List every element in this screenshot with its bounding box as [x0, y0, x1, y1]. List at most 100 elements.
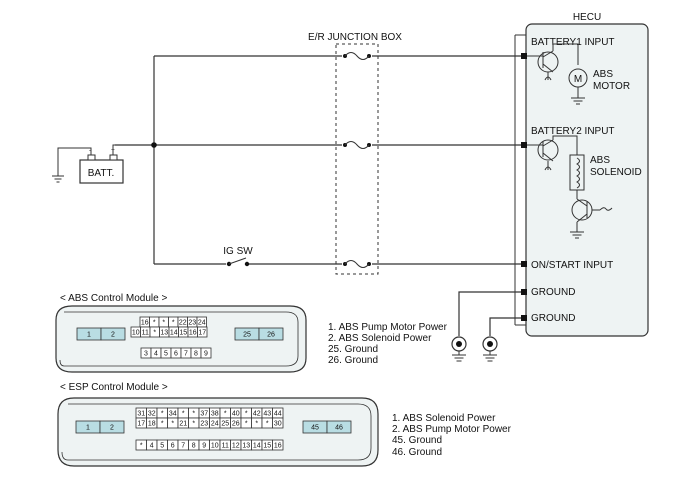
- abs-power-pin-cell: [100, 327, 126, 341]
- pin-ground1: [521, 289, 527, 295]
- esp-pin-label: 26: [232, 420, 240, 427]
- solenoid-ground-icon: [570, 231, 584, 239]
- svg-text:M: M: [574, 74, 582, 85]
- abs-connector-inner: [59, 311, 299, 367]
- ground2-label: GROUND: [531, 313, 575, 324]
- abs-ground-pin-cell: [258, 327, 284, 341]
- abs-legend-1: 1. ABS Pump Motor Power: [328, 322, 448, 333]
- esp-pin-label: 13: [242, 442, 250, 449]
- esp-pin-label: 38: [211, 410, 219, 417]
- esp-pin-label: 44: [274, 410, 282, 417]
- esp-pin-label: *: [192, 420, 195, 427]
- esp-pin-label: 8: [192, 442, 196, 449]
- esp-ground-pin-cell: [326, 420, 352, 434]
- esp-pin-label: *: [245, 410, 248, 417]
- esp-pin-label: 42: [253, 410, 261, 417]
- esp-pin-label: 16: [274, 442, 282, 449]
- abs-pin-label: 7: [184, 350, 188, 357]
- motor-transistor-icon: [527, 50, 559, 81]
- esp-pin-cell: [272, 439, 284, 451]
- esp-pin-cell: [272, 417, 284, 429]
- wire-ground1: [458, 291, 521, 336]
- esp-pin-label: *: [161, 420, 164, 427]
- ig-switch-icon: [226, 257, 250, 267]
- hecu-box: [525, 23, 649, 337]
- esp-pin-label: *: [192, 410, 195, 417]
- esp-legend-3: 45. Ground: [392, 435, 442, 446]
- esp-pin-label: 6: [171, 442, 175, 449]
- on-start-input-label: ON/START INPUT: [531, 260, 613, 271]
- pin-battery2: [521, 142, 527, 148]
- esp-pin-label: *: [161, 410, 164, 417]
- abs-legend-2: 2. ABS Solenoid Power: [328, 333, 432, 344]
- esp-power-pin-cell: [99, 420, 125, 434]
- esp-pin-label: 25: [221, 420, 229, 427]
- abs-ground-pin-label: 25: [243, 332, 251, 339]
- abs-pin-label: 16: [141, 319, 149, 326]
- motor-wire: [552, 43, 579, 65]
- solenoid-wire: [552, 135, 578, 155]
- junction-dot: [151, 142, 157, 148]
- abs-legend-3: 25. Ground: [328, 344, 378, 355]
- motor-ground-icon: [571, 97, 585, 105]
- fuse-1-icon: [342, 52, 372, 61]
- esp-pin-label: 24: [211, 420, 219, 427]
- abs-solenoid-label-2: SOLENOID: [590, 167, 642, 178]
- esp-pin-label: *: [140, 442, 143, 449]
- abs-pin-label: 16: [189, 329, 197, 336]
- abs-pin-label: 8: [194, 350, 198, 357]
- abs-motor-label-1: ABS: [593, 69, 613, 80]
- abs-legend-4: 26. Ground: [328, 355, 378, 366]
- abs-solenoid-label-1: ABS: [590, 155, 610, 166]
- abs-pin-label: 22: [179, 319, 187, 326]
- esp-pin-label: *: [255, 420, 258, 427]
- solenoid-coil-icon: [569, 154, 585, 191]
- esp-pin-label: 34: [169, 410, 177, 417]
- esp-power-pin-label: 1: [86, 425, 90, 432]
- pin-battery1: [521, 53, 527, 59]
- esp-pin-label: 23: [200, 420, 208, 427]
- junction-box-title: E/R JUNCTION BOX: [308, 32, 402, 43]
- abs-pin-label: 15: [179, 329, 187, 336]
- abs-pin-label: 3: [144, 350, 148, 357]
- abs-pin-label: 24: [198, 319, 206, 326]
- ig-switch-label: IG SW: [223, 246, 253, 257]
- battery-icon: [79, 154, 124, 184]
- abs-pin-label: *: [153, 319, 156, 326]
- esp-pin-label: 9: [202, 442, 206, 449]
- esp-pin-label: 37: [200, 410, 208, 417]
- pin-ground2: [521, 315, 527, 321]
- pin-on-start: [521, 261, 527, 267]
- esp-legend-2: 2. ABS Pump Motor Power: [392, 424, 512, 435]
- esp-pin-label: 11: [222, 442, 229, 449]
- esp-ground-pin-label: 46: [335, 425, 343, 432]
- battery2-input-label: BATTERY2 INPUT: [531, 126, 615, 137]
- battery-ground-icon: [52, 175, 64, 183]
- esp-pin-label: *: [266, 420, 269, 427]
- abs-power-pin-label: 1: [87, 332, 91, 339]
- solenoid-driver-transistor-icon: [571, 198, 613, 223]
- abs-pin-label: 4: [154, 350, 158, 357]
- abs-pin-label: 14: [170, 329, 178, 336]
- hecu-title: HECU: [573, 12, 601, 23]
- abs-pin-label: *: [162, 319, 165, 326]
- solenoid-transistor-icon: [527, 139, 559, 171]
- battery-ground-wire: [57, 147, 92, 176]
- abs-pin-label: 13: [160, 329, 168, 336]
- fuse-3-icon: [342, 260, 372, 269]
- abs-pin-cell: [200, 347, 212, 359]
- battery-label: BATT.: [88, 168, 114, 179]
- abs-pin-label: 11: [142, 329, 149, 336]
- wire-ground2: [489, 317, 521, 336]
- abs-power-pin-label: 2: [111, 332, 115, 339]
- esp-pin-label: 14: [253, 442, 261, 449]
- motor-icon: M: [568, 68, 588, 88]
